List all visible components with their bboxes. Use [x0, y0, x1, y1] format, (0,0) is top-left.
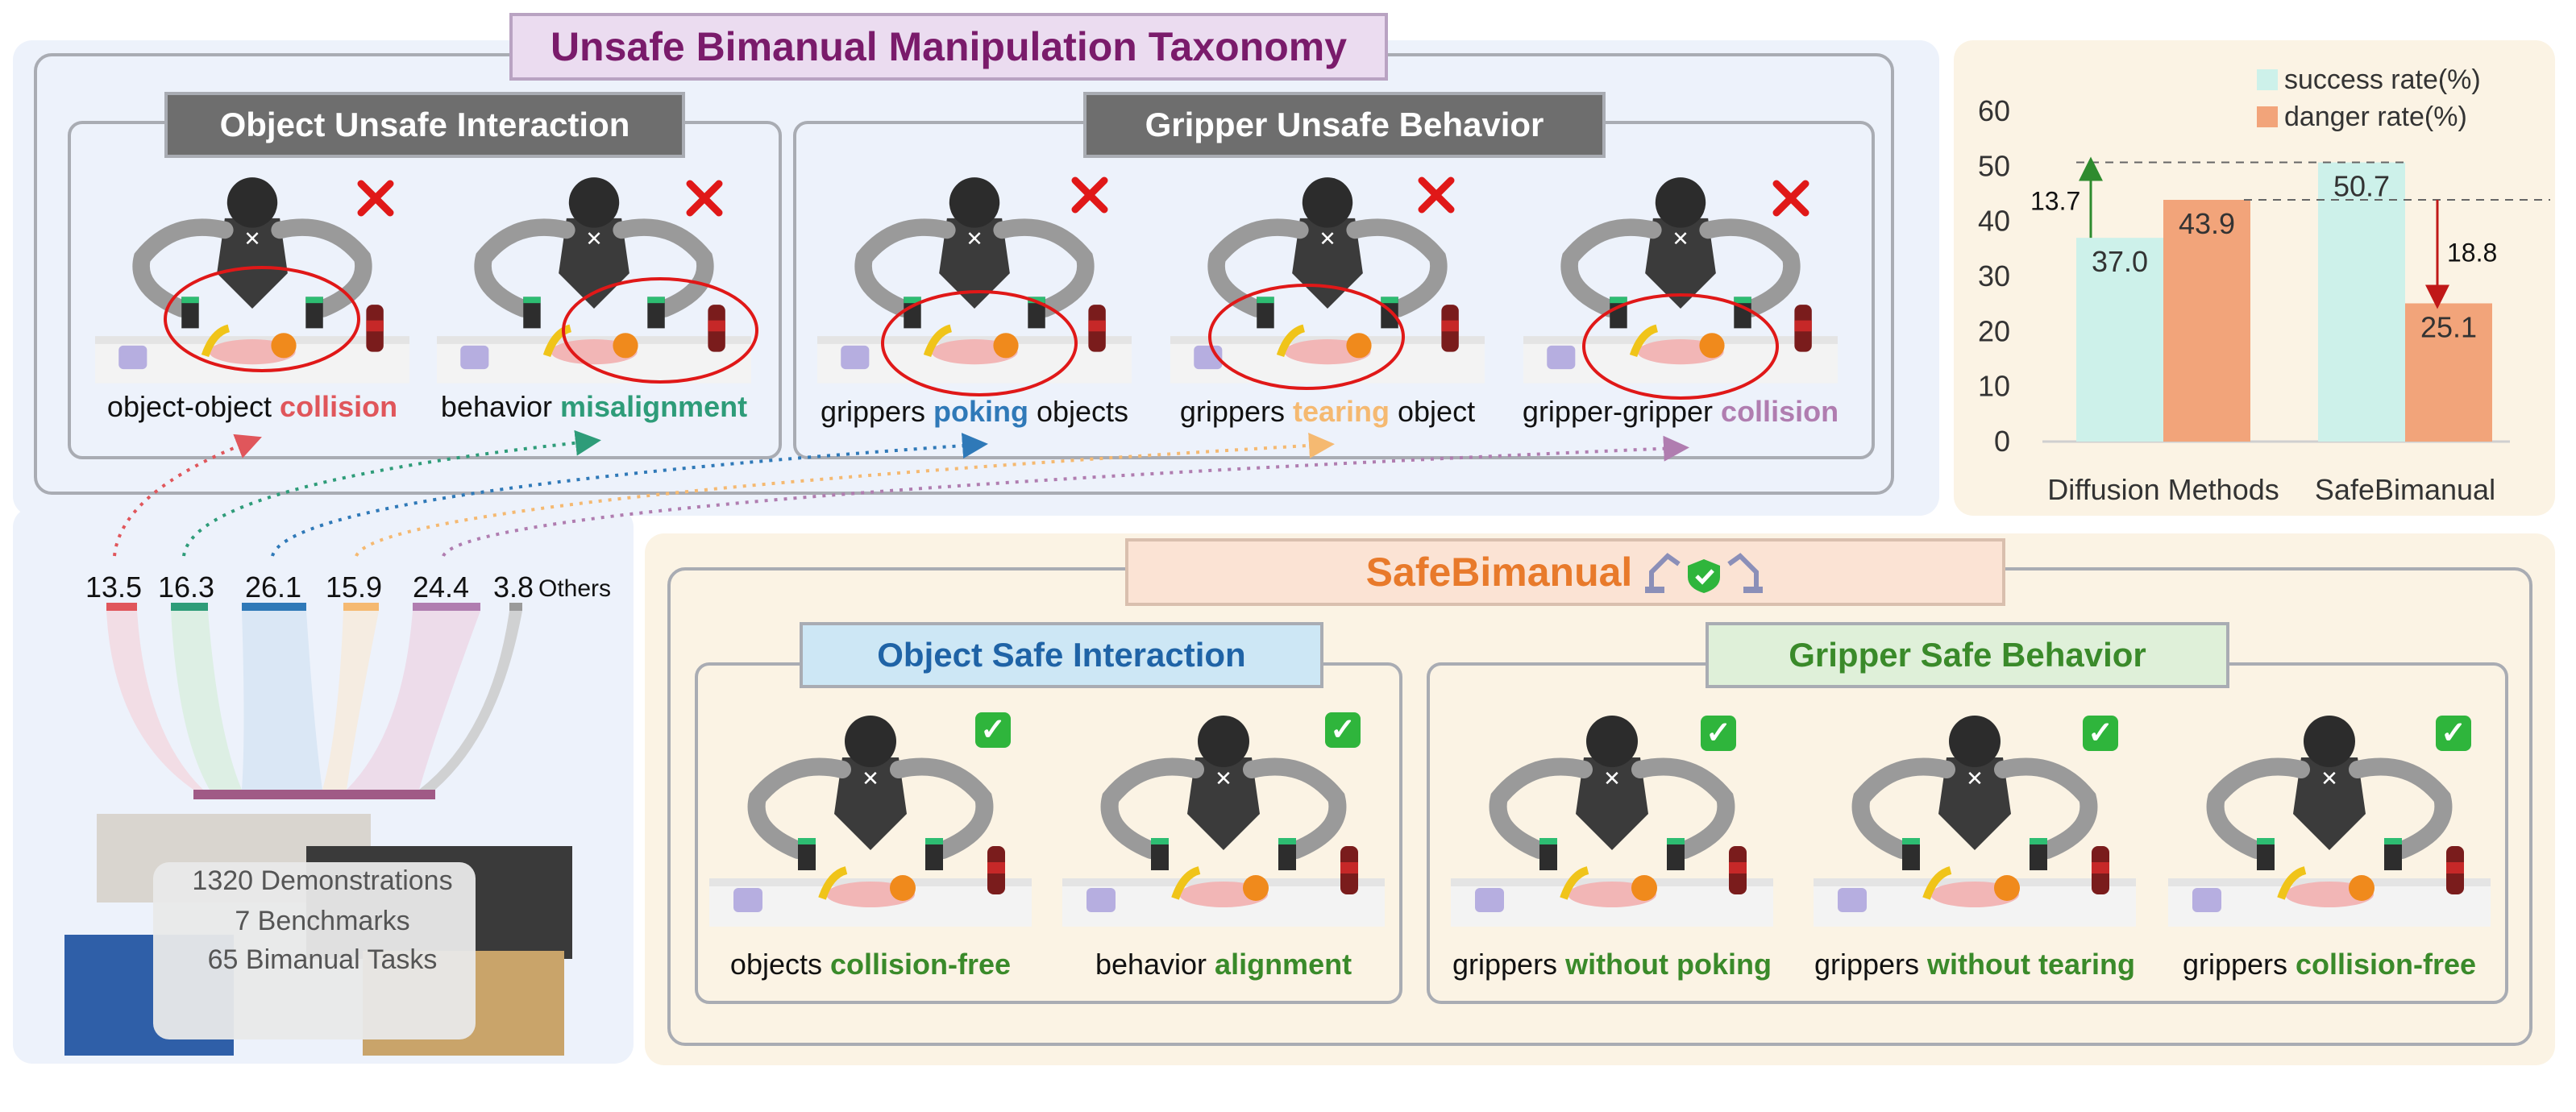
checkmark-icon: ✓ — [1701, 716, 1736, 751]
scene-thumbnail — [153, 862, 476, 1039]
distribution-flow — [106, 603, 522, 799]
safe-robot-logo-icon — [1645, 553, 1764, 593]
x-tick-label: SafeBimanual — [2315, 473, 2495, 506]
benchmark-collage — [64, 814, 580, 1056]
y-tick-label: 10 — [1978, 370, 2010, 403]
checkmark-icon: ✓ — [1325, 712, 1361, 748]
checkmark-icon: ✓ — [2436, 716, 2471, 751]
annotation-label: 18.8 — [2447, 238, 2497, 267]
bar-value-label: 25.1 — [2420, 310, 2477, 343]
caption-grippers-without-poking: grippers without poking — [1452, 948, 1772, 981]
safe-title: SafeBimanual — [1125, 538, 2005, 606]
gripper-safe-title: Gripper Safe Behavior — [1706, 622, 2229, 688]
dist-value: 16.3 — [158, 571, 215, 604]
caption-grippers-tearing: grippers tearing object — [1179, 395, 1476, 428]
annotation-label: 13.7 — [2030, 186, 2080, 215]
y-tick-label: 50 — [1978, 149, 2010, 182]
dist-value: 26.1 — [245, 571, 302, 604]
legend-swatch — [2257, 69, 2278, 90]
y-tick-label: 20 — [1978, 314, 2010, 347]
bar-value-label: 37.0 — [2092, 245, 2148, 278]
y-tick-label: 60 — [1978, 94, 2010, 127]
bar-value-label: 50.7 — [2333, 170, 2390, 203]
unsafe-title: Unsafe Bimanual Manipulation Taxonomy — [509, 13, 1388, 81]
bar-value-label: 43.9 — [2179, 207, 2235, 240]
caption-gripper-collision: gripper-gripper collision — [1522, 395, 1839, 428]
cross-icon — [1071, 176, 1108, 214]
dist-value: 13.5 — [85, 571, 143, 604]
y-tick-label: 40 — [1978, 205, 2010, 238]
caption-behavior-misalignment: behavior misalignment — [440, 390, 748, 423]
legend-label: danger rate(%) — [2284, 102, 2467, 132]
collision-highlight-ellipse — [164, 266, 360, 372]
bar — [2405, 303, 2492, 442]
caption-grippers-poking: grippers poking objects — [820, 395, 1129, 428]
y-tick-label: 0 — [1994, 425, 2010, 458]
caption-behavior-alignment: behavior alignment — [1095, 948, 1352, 981]
cross-icon — [1418, 176, 1455, 214]
caption-object-collision: object-object collision — [106, 390, 398, 423]
collision-highlight-ellipse — [881, 290, 1078, 396]
checkmark-icon: ✓ — [975, 712, 1011, 748]
cross-icon — [357, 180, 394, 217]
cross-icon — [1772, 180, 1809, 217]
caption-objects-collision-free: objects collision-free — [729, 948, 1012, 981]
caption-grippers-collision-free: grippers collision-free — [2182, 948, 2477, 981]
legend-swatch — [2257, 106, 2278, 127]
collision-highlight-ellipse — [562, 277, 758, 384]
collision-highlight-ellipse — [1208, 284, 1405, 390]
bar — [2318, 162, 2405, 442]
collision-highlight-ellipse — [1582, 293, 1779, 400]
object-safe-title: Object Safe Interaction — [800, 622, 1323, 688]
dist-value: 24.4 — [413, 571, 470, 604]
object-unsafe-title: Object Unsafe Interaction — [164, 92, 685, 158]
x-tick-label: Diffusion Methods — [2047, 473, 2279, 506]
bar — [2163, 200, 2250, 442]
dist-value: 3.8 — [493, 571, 534, 604]
checkmark-icon: ✓ — [2083, 716, 2118, 751]
legend-label: success rate(%) — [2284, 64, 2481, 95]
stat-tasks: 65 Bimanual Tasks — [207, 944, 438, 975]
gripper-unsafe-title: Gripper Unsafe Behavior — [1083, 92, 1606, 158]
bar — [2076, 238, 2163, 442]
stat-demonstrations: 1320 Demonstrations — [192, 865, 453, 896]
y-tick-label: 30 — [1978, 259, 2010, 293]
cross-icon — [686, 180, 723, 217]
caption-grippers-without-tearing: grippers without tearing — [1814, 948, 2136, 981]
stat-benchmarks: 7 Benchmarks — [235, 906, 410, 936]
dist-value: 15.9 — [326, 571, 383, 604]
dist-others-label: Others — [538, 575, 612, 602]
